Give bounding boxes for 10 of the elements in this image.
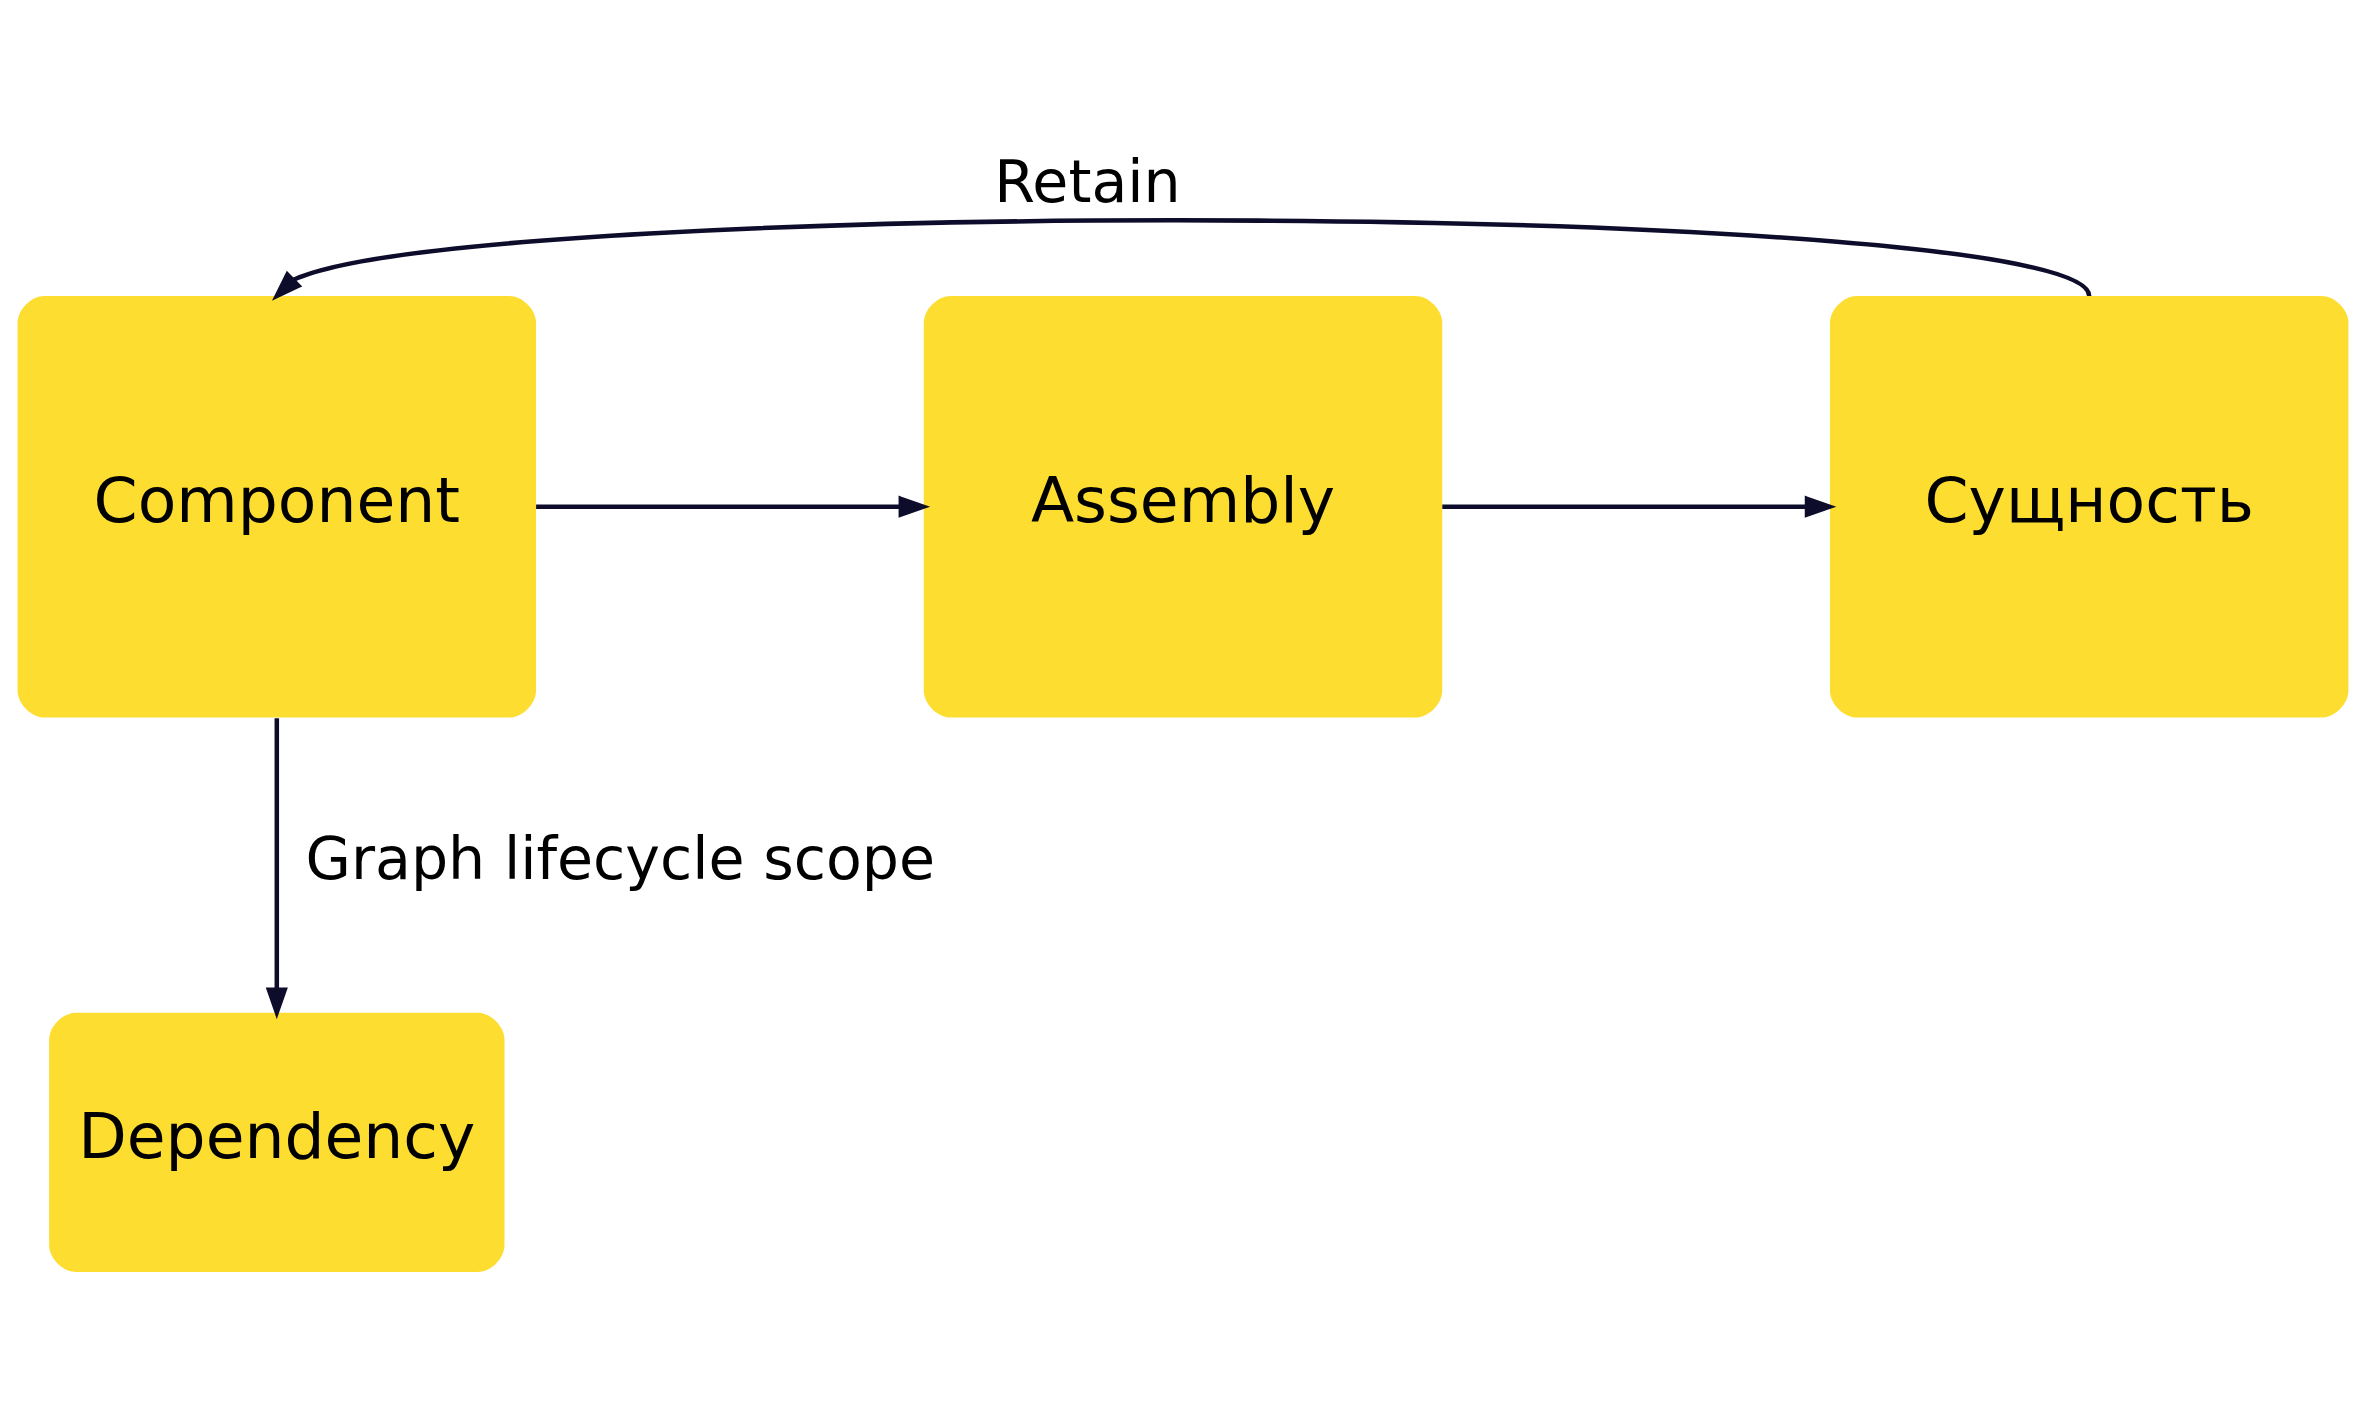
node-box: Assembly [923,295,1443,718]
edge-label: Retain [994,147,1181,216]
node-box: Сущность [1829,295,2349,718]
arrow [1442,495,1837,518]
node-box: Dependency [49,1012,505,1272]
arrow [271,218,2091,301]
arrow [265,718,288,1020]
node-box: Component [17,295,537,718]
arrow [536,495,931,518]
edge-label: Graph lifecycle scope [305,825,936,894]
